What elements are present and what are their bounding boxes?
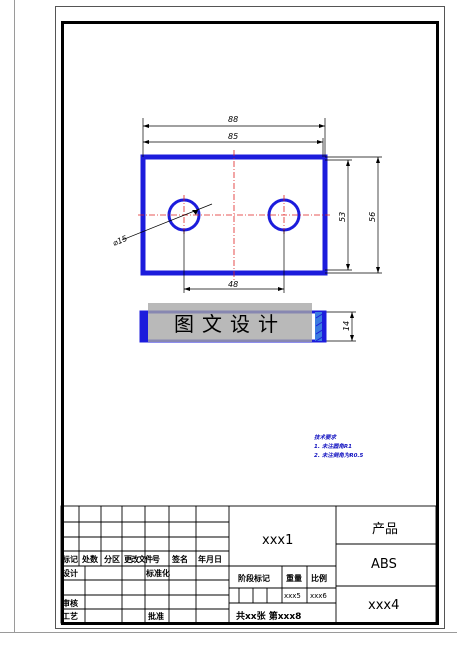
label-standardize: 标准化 <box>146 569 170 578</box>
side-view-section-hatch <box>315 312 325 341</box>
label-approve: 批准 <box>148 612 164 621</box>
label-mark: 标记 <box>62 555 78 564</box>
drawing-number: xxx1 <box>262 533 294 548</box>
material: ABS <box>371 557 397 572</box>
sheet-info: 共xx张 第xxx8 <box>236 612 302 622</box>
label-date: 年月日 <box>198 555 222 564</box>
label-stage-mark: 阶段标记 <box>238 574 270 583</box>
company-name: xxx4 <box>368 598 400 613</box>
technical-note-1: 1. 未注圆角R1 <box>314 444 352 450</box>
sheet-outer-border <box>55 6 445 629</box>
weight-value: xxx5 <box>284 592 301 600</box>
center-lines <box>138 150 330 280</box>
side-view-left-wall <box>141 312 148 341</box>
dim-outer-height: 56 <box>368 212 377 222</box>
dim-hole-spacing: 48 <box>228 280 238 289</box>
label-change-doc: 更改文件号 <box>124 555 160 564</box>
label-scale: 比例 <box>311 574 327 583</box>
scale-value: xxx6 <box>310 592 327 600</box>
dim-hole-diameter: ⌀15 <box>111 234 128 248</box>
label-design: 设计 <box>62 569 78 578</box>
dim-body-width: 85 <box>228 132 238 141</box>
dim-side-thickness: 14 <box>342 321 351 331</box>
product-label: 产品 <box>372 522 399 537</box>
technical-note-2: 2. 未注倒角为R0.5 <box>314 453 364 459</box>
label-zone: 分区 <box>104 555 120 564</box>
sheet-inner-border <box>61 21 439 625</box>
page-left-rule <box>14 0 15 632</box>
label-weight: 重量 <box>286 574 302 583</box>
title-block-grid <box>60 505 437 624</box>
page-bottom-rule <box>0 632 457 633</box>
label-review: 审核 <box>62 599 78 608</box>
dim-inner-height: 53 <box>338 212 347 222</box>
dimension-arrows <box>143 124 380 341</box>
side-view-right-wall <box>322 312 325 341</box>
label-signature: 签名 <box>172 555 188 564</box>
watermark-banner: 图文设计 <box>148 303 312 342</box>
label-count: 处数 <box>82 555 98 564</box>
dimension-lines <box>121 118 382 342</box>
technical-notes-heading: 技术要求 <box>314 435 337 441</box>
label-process: 工艺 <box>62 612 78 621</box>
technical-notes: 技术要求 1. 未注圆角R1 2. 未注倒角为R0.5 <box>314 434 363 461</box>
dim-overall-width: 88 <box>228 115 238 124</box>
